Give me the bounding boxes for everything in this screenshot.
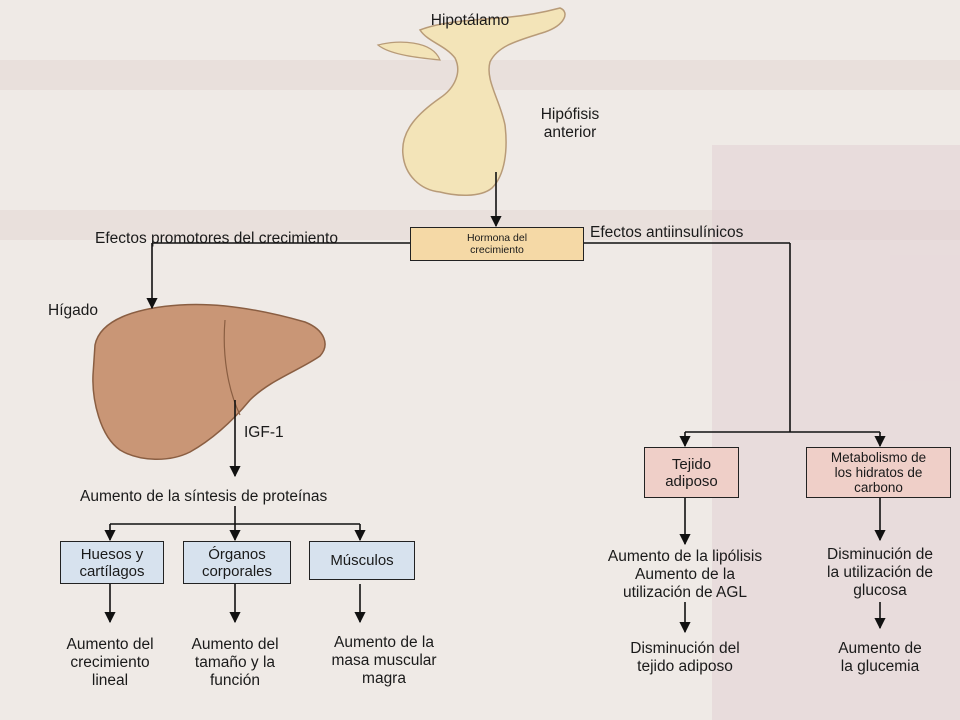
- muscles-box: Músculos: [309, 541, 415, 580]
- lipolysis-line2: Aumento de la: [635, 566, 735, 583]
- adipose-line1: Tejido: [671, 455, 712, 473]
- pituitary-label-line2: anterior: [543, 124, 597, 141]
- lipolysis-label: Aumento de la lipólisis Aumento de la ut…: [585, 548, 785, 602]
- adipose-tissue-box: Tejido adiposo: [644, 447, 739, 498]
- linear-growth-line2: crecimiento: [70, 654, 150, 671]
- fat-decrease-line1: Disminución del: [630, 640, 740, 657]
- growth-hormone-line1: Hormona del: [466, 232, 528, 244]
- glucose-use-line1: Disminución de: [827, 546, 933, 563]
- organ-size-label: Aumento del tamaño y la función: [176, 636, 294, 690]
- promoting-effects-label: Efectos promotores del crecimiento: [95, 230, 338, 247]
- liver-shape: [92, 303, 326, 460]
- igf1-label: IGF-1: [244, 424, 284, 441]
- hypothalamus-pituitary-shape: [402, 7, 566, 196]
- carb-line3: carbono: [854, 480, 903, 495]
- bones-line2: cartílagos: [79, 562, 145, 580]
- organs-line1: Órganos: [208, 545, 266, 563]
- linear-growth-label: Aumento del crecimiento lineal: [48, 636, 172, 690]
- organs-line2: corporales: [201, 562, 273, 580]
- muscle-mass-line3: magra: [362, 670, 406, 687]
- carbohydrate-metabolism-box: Metabolismo de los hidratos de carbono: [806, 447, 951, 498]
- hypothalamus-label: Hipotálamo: [430, 12, 510, 29]
- carb-line1: Metabolismo de: [830, 450, 927, 465]
- muscles-line: Músculos: [330, 552, 394, 569]
- pituitary-label: Hipófisis anterior: [520, 106, 620, 142]
- glucose-use-line2: la utilización de: [827, 564, 933, 581]
- pituitary-label-line1: Hipófisis: [540, 106, 600, 123]
- adipose-line2: adiposo: [665, 472, 718, 490]
- linear-growth-line3: lineal: [91, 672, 129, 689]
- lipolysis-line3: utilización de AGL: [622, 584, 748, 601]
- organ-size-line2: tamaño y la: [194, 654, 276, 671]
- organ-size-line1: Aumento del: [191, 636, 279, 653]
- bones-cartilage-box: Huesos y cartílagos: [60, 541, 164, 584]
- glucose-use-label: Disminución de la utilización de glucosa: [800, 546, 960, 600]
- glucose-use-line3: glucosa: [853, 582, 907, 599]
- fat-decrease-line2: tejido adiposo: [637, 658, 733, 675]
- carb-line2: los hidratos de: [834, 465, 923, 480]
- growth-hormone-line2: crecimiento: [470, 244, 524, 256]
- muscle-mass-label: Aumento de la masa muscular magra: [314, 634, 454, 688]
- linear-growth-line1: Aumento del: [66, 636, 154, 653]
- protein-synthesis-label: Aumento de la síntesis de proteínas: [80, 488, 328, 505]
- lipolysis-line1: Aumento de la lipólisis: [607, 548, 763, 565]
- bones-line1: Huesos y: [80, 545, 144, 563]
- glycemia-line1: Aumento de: [838, 640, 922, 657]
- glycemia-label: Aumento de la glucemia: [810, 640, 950, 676]
- fat-decrease-label: Disminución del tejido adiposo: [595, 640, 775, 676]
- muscle-mass-line2: masa muscular: [331, 652, 437, 669]
- organ-size-line3: función: [210, 672, 260, 689]
- body-organs-box: Órganos corporales: [183, 541, 291, 584]
- glycemia-line2: la glucemia: [840, 658, 920, 675]
- growth-hormone-box: Hormona del crecimiento: [410, 227, 584, 261]
- muscle-mass-line1: Aumento de la: [334, 634, 434, 651]
- liver-label: Hígado: [48, 302, 98, 319]
- anti-insulin-effects-label: Efectos antiinsulínicos: [590, 224, 744, 241]
- pituitary-stalk-shape: [376, 41, 441, 61]
